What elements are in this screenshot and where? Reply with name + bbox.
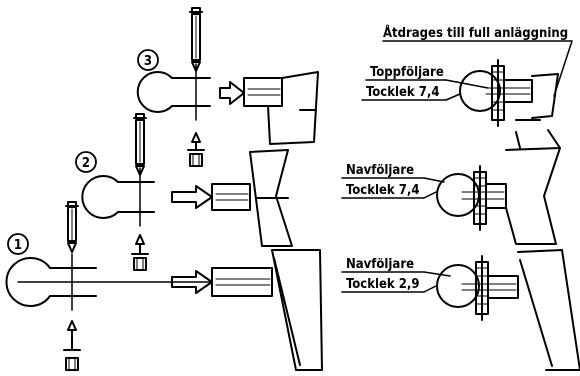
callout-1-title: Toppföljare (370, 65, 444, 80)
step-2-arrow (171, 185, 213, 209)
callout-3-housing (517, 249, 580, 371)
step-3-arrow (219, 81, 245, 105)
callout-2-clamp (436, 173, 480, 217)
step-2-assembly: 2 (75, 113, 293, 271)
callout-1-hub (503, 79, 533, 103)
callout-2-spec: Tocklek 7,4 (346, 183, 420, 198)
callout-3-title: Navföljare (346, 257, 414, 272)
step-1-housing (271, 249, 323, 371)
top-note-label: Åtdrages till full anläggning (383, 25, 568, 41)
step-2-nut (131, 234, 149, 271)
callout-3-spec: Tocklek 2,9 (346, 277, 420, 292)
callout-1-housing (531, 73, 559, 119)
callout-3-hub (487, 275, 519, 299)
step-number-circle (7, 233, 29, 255)
step-3-nut (187, 132, 205, 167)
callout-1-clamp (459, 70, 501, 112)
callout-2-housing (505, 147, 561, 245)
callout-3-clamp (436, 264, 480, 308)
step-3-number: 3 (144, 54, 152, 69)
step-1-nut (63, 320, 81, 371)
callout-2-title: Navföljare (346, 163, 414, 178)
step-3-hub (243, 77, 283, 107)
step-1-arrow (171, 270, 213, 294)
step-3-assembly: 3 (136, 7, 319, 167)
step-2-number: 2 (82, 156, 90, 171)
step-3-housing (267, 71, 319, 145)
step-2-clamp (81, 175, 141, 219)
step-3-clamp (136, 71, 197, 113)
step-1-bolt (65, 201, 79, 253)
step-1-hub (211, 267, 273, 297)
callout-2-hub (485, 183, 507, 209)
step-1-number: 1 (14, 238, 22, 253)
callout-bottom-assembly: Navföljare Tocklek 2,9 (341, 249, 580, 371)
step-2-hub (211, 183, 251, 211)
step-2-bolt (133, 113, 147, 176)
step-3-bolt (189, 7, 203, 72)
step-2-housing (249, 149, 293, 247)
step-1-assembly: 1 (5, 201, 323, 371)
callout-top-assembly: Åtdrages till full anläggning Toppföljar… (361, 25, 573, 127)
callout-middle-assembly: Navföljare Tocklek 7,4 (341, 129, 561, 245)
callout-1-spec: Tocklek 7,4 (366, 85, 440, 100)
step-1-clamp (5, 257, 73, 307)
